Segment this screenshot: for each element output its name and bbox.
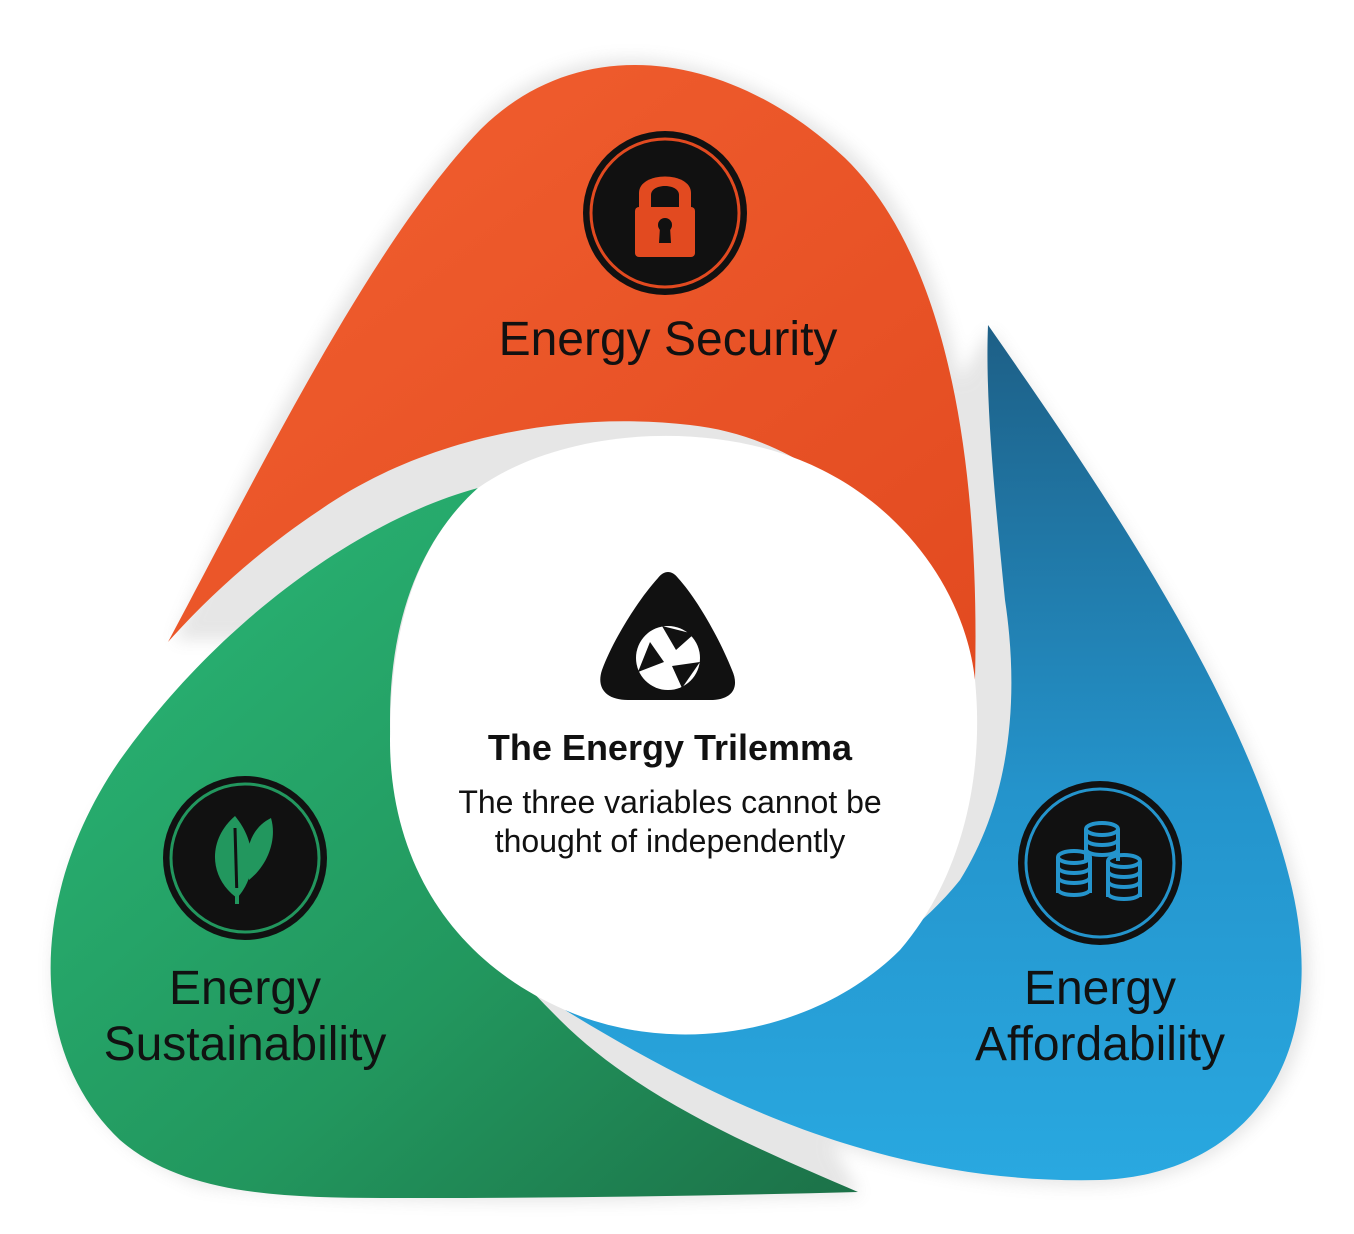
- sustainability-label-line-2: Sustainability: [104, 1018, 387, 1071]
- leaves-icon: [163, 776, 327, 940]
- affordability-label-line-2: Affordability: [975, 1018, 1225, 1071]
- segment-security: [168, 64, 976, 681]
- segment-sustainability: [50, 488, 859, 1199]
- sustainability-label-line-1: Energy: [169, 962, 321, 1015]
- coin-stacks-icon: [1018, 781, 1182, 945]
- segment-affordability: [565, 325, 1302, 1181]
- center-subtitle-line-2: thought of independently: [495, 823, 846, 859]
- security-label-line-1: Energy Security: [499, 313, 838, 366]
- center-title: The Energy Trilemma: [488, 727, 853, 768]
- padlock-icon: [583, 131, 747, 295]
- affordability-label-line-1: Energy: [1024, 962, 1176, 1015]
- trilemma-logo-icon: [600, 572, 736, 700]
- center-hole: [390, 435, 978, 1035]
- center-subtitle-line-1: The three variables cannot be: [458, 784, 881, 820]
